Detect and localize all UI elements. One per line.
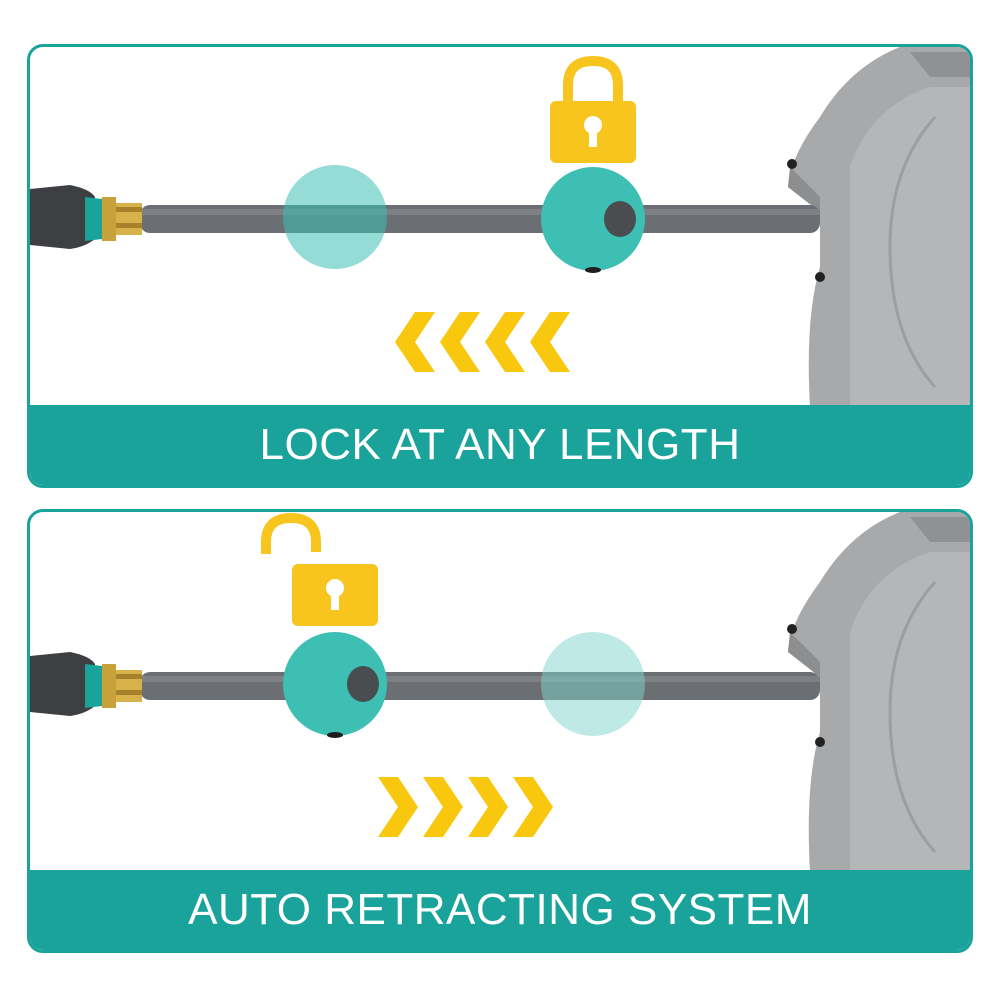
panel-caption: LOCK AT ANY LENGTH bbox=[259, 420, 741, 469]
padlock-locked-icon bbox=[550, 55, 636, 163]
retract-feature-panel: AUTO RETRACTING SYSTEM bbox=[27, 509, 973, 953]
hose-stopper-ball bbox=[283, 632, 387, 738]
hose-stopper-ball bbox=[541, 167, 645, 273]
caption-bar: LOCK AT ANY LENGTH bbox=[30, 405, 970, 485]
hose-reel-illustration bbox=[30, 512, 970, 872]
left-chevrons-icon bbox=[395, 312, 570, 372]
hose-nozzle bbox=[30, 652, 142, 716]
panel-caption: AUTO RETRACTING SYSTEM bbox=[188, 885, 812, 934]
lock-feature-panel: LOCK AT ANY LENGTH bbox=[27, 44, 973, 488]
hose-stopper-ghost bbox=[541, 632, 645, 736]
hose-stopper-ghost bbox=[283, 165, 387, 269]
right-chevrons-icon bbox=[378, 777, 553, 837]
padlock-unlocked-icon bbox=[261, 512, 378, 626]
caption-bar: AUTO RETRACTING SYSTEM bbox=[30, 870, 970, 950]
hose-reel-housing bbox=[787, 47, 970, 407]
hose-nozzle bbox=[30, 185, 142, 249]
hose-reel-illustration bbox=[30, 47, 970, 407]
hose-reel-housing bbox=[787, 512, 970, 872]
